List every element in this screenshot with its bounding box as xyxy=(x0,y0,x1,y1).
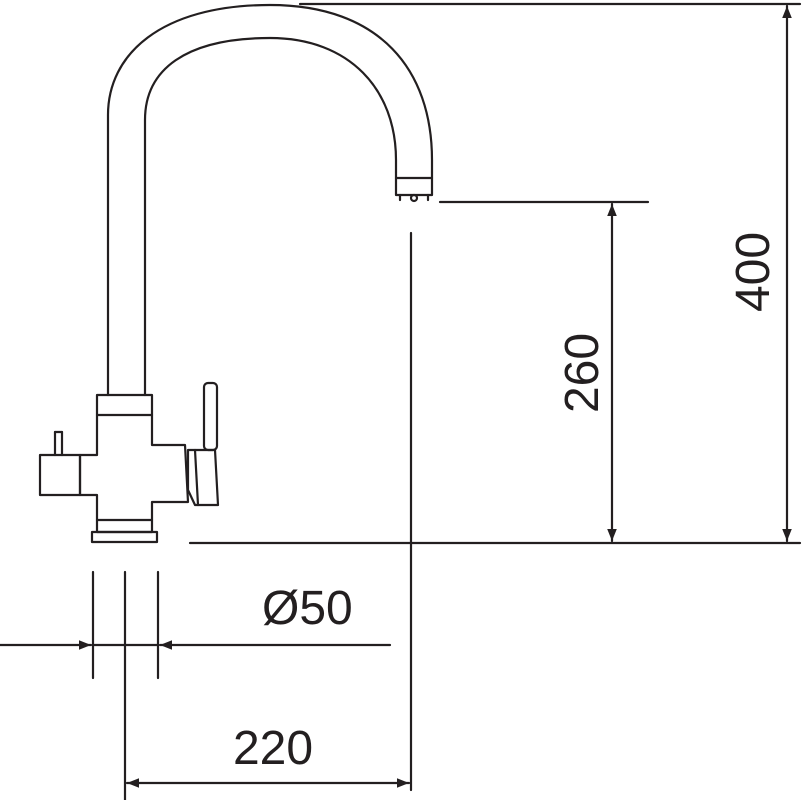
dim-label-220: 220 xyxy=(233,722,313,775)
spout-outer xyxy=(106,3,434,397)
aerator xyxy=(394,170,434,197)
dim-label-50: Ø50 xyxy=(262,582,353,635)
spout-inner xyxy=(143,36,398,397)
right-handle-lever xyxy=(202,381,219,452)
dim-label-260: 260 xyxy=(556,333,609,413)
dim-label-400: 400 xyxy=(727,232,780,312)
right-handle-cap xyxy=(186,448,220,507)
left-handle-cap xyxy=(38,453,82,497)
extension-lines xyxy=(91,2,802,800)
dimension-lines xyxy=(0,4,792,788)
faucet-outline xyxy=(38,3,434,544)
base-plate xyxy=(90,530,159,544)
